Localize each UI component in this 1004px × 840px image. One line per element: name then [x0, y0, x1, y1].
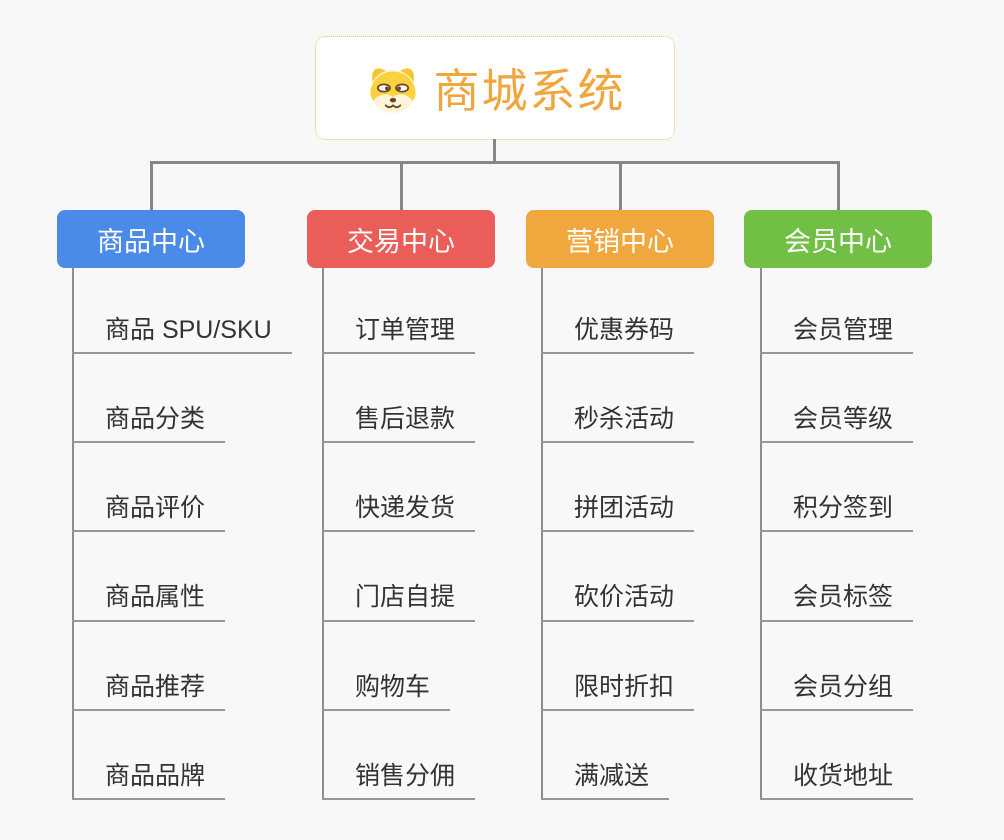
leaf-row: 积分签到 [760, 443, 914, 533]
branch-items: 会员管理 会员等级 积分签到 会员标签 会员分组 收货地址 [760, 268, 914, 800]
leaf-node[interactable]: 售后退款 [322, 404, 476, 444]
leaf-node[interactable]: 会员等级 [760, 404, 914, 444]
connector-drop-trade [400, 161, 403, 210]
connector-drop-members [837, 161, 840, 210]
leaf-node[interactable]: 商品 SPU/SKU [72, 315, 292, 354]
connector-root-stub [493, 139, 496, 163]
leaf-row: 售后退款 [322, 354, 476, 444]
leaf-node[interactable]: 拼团活动 [541, 493, 695, 533]
root-title: 商城系统 [433, 65, 626, 117]
root-node[interactable]: 商城系统 [315, 36, 675, 140]
leaf-row: 优惠券码 [541, 268, 695, 354]
leaf-node[interactable]: 门店自提 [322, 582, 476, 622]
branch-items: 订单管理 售后退款 快递发货 门店自提 购物车 销售分佣 [322, 268, 476, 800]
branch-items: 商品 SPU/SKU 商品分类 商品评价 商品属性 商品推荐 商品品牌 [72, 268, 292, 800]
leaf-row: 拼团活动 [541, 443, 695, 533]
leaf-node[interactable]: 会员管理 [760, 315, 914, 354]
leaf-row: 门店自提 [322, 532, 476, 622]
leaf-node[interactable]: 商品分类 [72, 404, 226, 444]
branch-header-members[interactable]: 会员中心 [744, 210, 932, 268]
leaf-row: 商品属性 [72, 532, 292, 622]
leaf-row: 商品 SPU/SKU [72, 268, 292, 354]
leaf-row: 会员分组 [760, 622, 914, 711]
leaf-row: 快递发货 [322, 443, 476, 533]
branch-trunk [541, 268, 543, 800]
dog-face-icon [365, 62, 421, 114]
connector-horizontal-bar [150, 161, 840, 164]
branch-trunk [760, 268, 762, 800]
branch-header-products[interactable]: 商品中心 [57, 210, 245, 268]
leaf-node[interactable]: 优惠券码 [541, 315, 695, 354]
leaf-row: 会员标签 [760, 532, 914, 622]
branch-header-marketing[interactable]: 营销中心 [526, 210, 714, 268]
leaf-row: 销售分佣 [322, 711, 476, 800]
branch-trunk [72, 268, 74, 800]
leaf-row: 订单管理 [322, 268, 476, 354]
leaf-node[interactable]: 商品品牌 [72, 761, 226, 800]
leaf-node[interactable]: 积分签到 [760, 493, 914, 533]
leaf-row: 商品品牌 [72, 711, 292, 800]
leaf-node[interactable]: 销售分佣 [322, 761, 476, 800]
leaf-node[interactable]: 满减送 [541, 761, 670, 800]
connector-drop-products [150, 161, 153, 210]
leaf-row: 商品评价 [72, 443, 292, 533]
leaf-row: 商品分类 [72, 354, 292, 444]
leaf-row: 砍价活动 [541, 532, 695, 622]
leaf-node[interactable]: 商品评价 [72, 493, 226, 533]
branch-header-trade[interactable]: 交易中心 [307, 210, 495, 268]
leaf-node[interactable]: 限时折扣 [541, 672, 695, 711]
leaf-node[interactable]: 商品属性 [72, 582, 226, 622]
leaf-node[interactable]: 收货地址 [760, 761, 914, 800]
leaf-row: 会员管理 [760, 268, 914, 354]
leaf-node[interactable]: 商品推荐 [72, 672, 226, 711]
leaf-node[interactable]: 快递发货 [322, 493, 476, 533]
leaf-row: 满减送 [541, 711, 694, 800]
branch-trunk [322, 268, 324, 800]
leaf-row: 会员等级 [760, 354, 914, 444]
branch-items: 优惠券码 秒杀活动 拼团活动 砍价活动 限时折扣 满减送 [541, 268, 695, 800]
leaf-node[interactable]: 砍价活动 [541, 582, 695, 622]
leaf-row: 购物车 [322, 622, 475, 711]
connector-drop-marketing [619, 161, 622, 210]
leaf-node[interactable]: 秒杀活动 [541, 404, 695, 444]
leaf-row: 商品推荐 [72, 622, 292, 711]
leaf-node[interactable]: 订单管理 [322, 315, 476, 354]
leaf-node[interactable]: 购物车 [322, 672, 451, 711]
leaf-row: 秒杀活动 [541, 354, 695, 444]
leaf-row: 限时折扣 [541, 622, 695, 711]
leaf-node[interactable]: 会员标签 [760, 582, 914, 622]
leaf-node[interactable]: 会员分组 [760, 672, 914, 711]
leaf-row: 收货地址 [760, 711, 914, 800]
